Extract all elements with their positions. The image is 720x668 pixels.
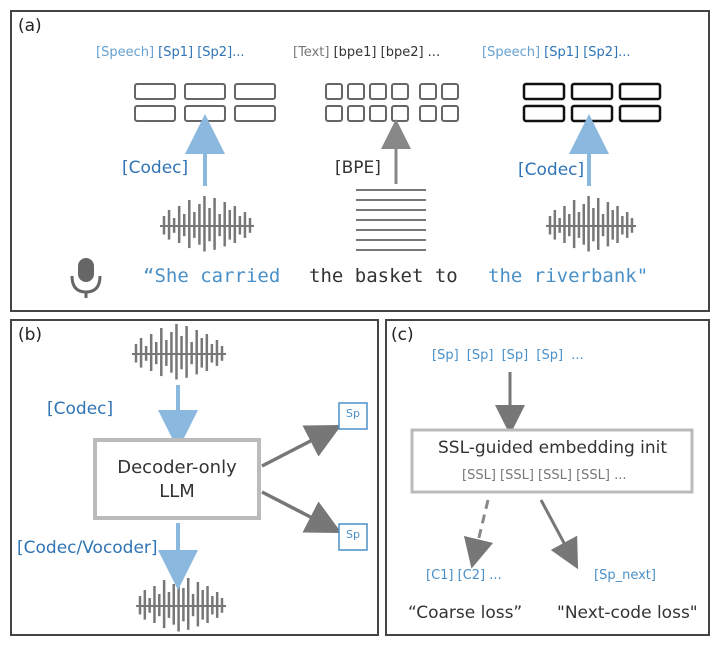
panel-b-top-waveform-icon [132,324,226,380]
panel-a-graphics [70,82,662,298]
coarse-tokens: [C1] [C2] ... [426,568,502,583]
panel-a [10,10,710,312]
c-token-4: [Sp] [536,348,564,363]
panel-c-token-row: [Sp] [Sp] [Sp] [Sp] ... [432,348,584,363]
col3-encoder-label: [Codec] [518,160,585,180]
col1-token-grid [134,83,276,122]
c-token-3: [Sp] [501,348,529,363]
col1-prefix: [Speech] [96,45,155,60]
ssl-box-tokens: [SSL] [SSL] [SSL] [SSL] ... [462,468,627,483]
coarse-arrow [463,499,494,569]
ssl-box [410,428,694,494]
col3-token-row: [Speech] [Sp1] [Sp2]... [482,45,631,60]
llm-box [93,438,261,520]
c-token-5: ... [571,348,584,363]
col3-prefix: [Speech] [482,45,541,60]
panel-b-label: (b) [18,325,43,345]
sentence-part3: the riverbank" [488,265,649,287]
panel-b-bottom-label: [Codec/Vocoder] [17,538,158,558]
col2-encoder-label: [BPE] [335,158,381,178]
next-code-arrow [539,499,579,570]
col2-token-row: [Text] [bpe1] [bpe2] ... [293,45,440,60]
panel-b-top-label: [Codec] [47,399,114,419]
next-code-loss-caption: "Next-code loss" [557,603,698,623]
llm-line2: LLM [159,481,195,502]
col1-waveform-icon [160,196,254,252]
panel-a-label: (a) [18,16,42,36]
col2-tokens: [bpe1] [bpe2] ... [333,45,441,60]
col1-encoder-label: [Codec] [122,158,189,178]
llm-title: Decoder-only LLM [95,456,259,504]
llm-arrow-bottom [261,490,342,534]
col2-prefix: [Text] [293,45,330,60]
col1-token-row: [Speech] [Sp1] [Sp2]... [96,45,245,60]
c-token-2: [Sp] [466,348,494,363]
col1-tokens: [Sp1] [Sp2]... [158,45,245,60]
coarse-loss-caption: “Coarse loss” [408,603,523,623]
col3-tokens: [Sp1] [Sp2]... [544,45,631,60]
ssl-box-title: SSL-guided embedding init [438,438,668,458]
sentence-part2: the basket to [309,265,458,287]
panel-c-label: (c) [391,325,414,345]
col2-token-grid [325,83,459,122]
col3-waveform-icon [546,196,636,252]
output-token-top: Sp [346,407,360,420]
llm-line1: Decoder-only [117,457,237,478]
output-token-bottom: Sp [346,528,360,541]
llm-arrow-top [261,424,342,468]
microphone-icon [70,258,102,298]
next-code-token: [Sp_next] [594,568,656,583]
sentence-part1: “She carried [143,265,281,287]
text-lines-icon [356,189,426,251]
c-token-1: [Sp] [432,348,459,363]
